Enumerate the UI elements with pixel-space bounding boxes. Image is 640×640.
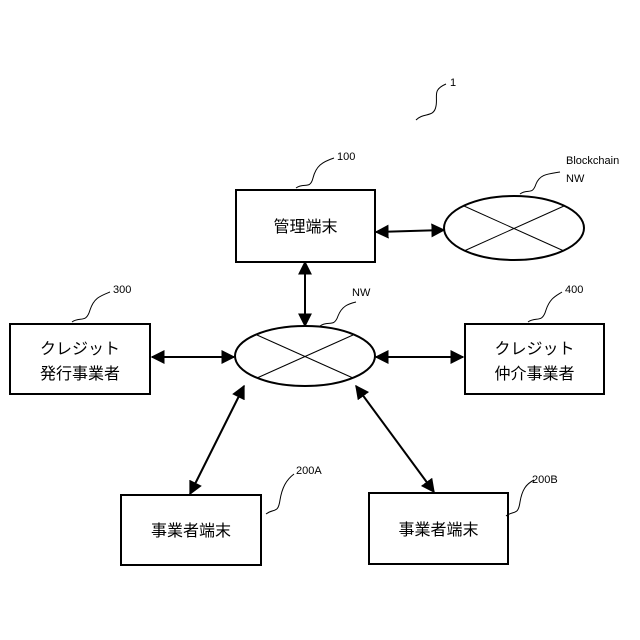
credit-issuer-ref: 300: [113, 284, 131, 296]
network-leader: [320, 302, 356, 326]
connector-nw-terminal-a: [190, 386, 244, 494]
business-terminal-b-ref: 200B: [532, 474, 558, 486]
network-label: NW: [352, 287, 371, 299]
network: [235, 326, 375, 386]
credit-broker-label-line2: 仲介事業者: [494, 364, 574, 383]
blockchain-network-leader: [520, 172, 560, 194]
credit-broker-label-line1: クレジット: [494, 339, 574, 358]
connector-nw-terminal-b: [356, 386, 434, 492]
connector-mgmt-blockchain: [376, 230, 444, 232]
business-terminal-b-label: 事業者端末: [398, 520, 478, 539]
management-terminal-label: 管理端末: [273, 217, 337, 236]
system-ref: 1: [450, 77, 456, 89]
management-terminal-leader: [296, 158, 334, 188]
credit-broker-box: [465, 324, 604, 394]
management-terminal-ref: 100: [337, 151, 355, 163]
credit-broker-ref: 400: [565, 284, 583, 296]
credit-issuer-leader: [72, 292, 110, 322]
credit-broker: クレジット 仲介事業者: [465, 324, 604, 394]
blockchain-network-label-line2: NW: [566, 173, 585, 185]
business-terminal-a-leader: [266, 474, 294, 514]
business-terminal-a-label: 事業者端末: [151, 521, 231, 540]
blockchain-network-label-line1: Blockchain: [566, 155, 619, 167]
credit-issuer-box: [10, 324, 150, 394]
credit-issuer: クレジット 発行事業者: [10, 324, 150, 394]
credit-issuer-label-line2: 発行事業者: [40, 364, 120, 383]
business-terminal-b-leader: [506, 480, 534, 516]
business-terminal-a: 事業者端末: [121, 495, 261, 565]
system-ref-leader: [416, 84, 446, 120]
business-terminal-b: 事業者端末: [369, 493, 508, 564]
management-terminal: 管理端末: [236, 190, 375, 262]
credit-issuer-label-line1: クレジット: [40, 339, 120, 358]
business-terminal-a-ref: 200A: [296, 465, 322, 477]
credit-broker-leader: [528, 292, 562, 322]
blockchain-network: [444, 196, 584, 260]
